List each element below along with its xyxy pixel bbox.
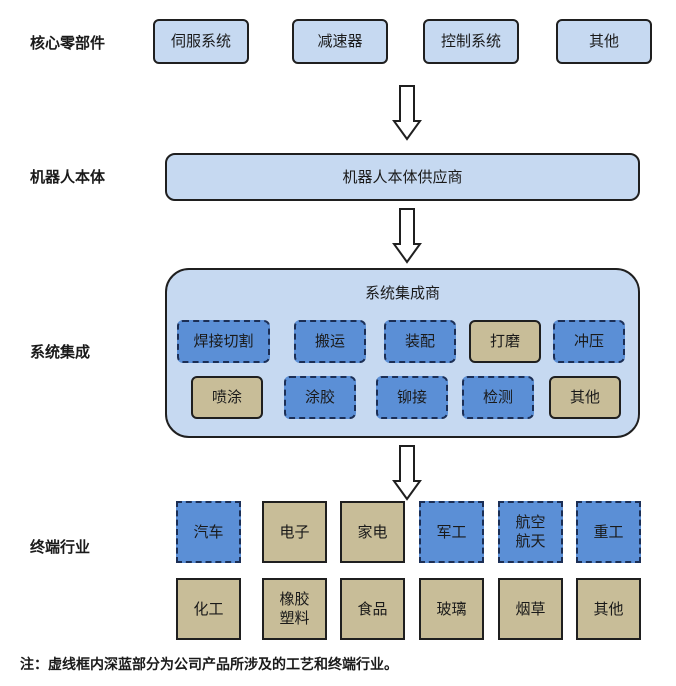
process-grinding: 打磨 bbox=[469, 320, 541, 363]
process-gluing: 涂胶 bbox=[284, 376, 356, 419]
down-arrow-icon bbox=[392, 445, 422, 501]
process-inspection: 检测 bbox=[462, 376, 534, 419]
industry-glass: 玻璃 bbox=[419, 578, 484, 640]
industry-chemical: 化工 bbox=[176, 578, 241, 640]
integrator-title: 系统集成商 bbox=[364, 283, 440, 302]
down-arrow-icon bbox=[392, 208, 422, 264]
industry-appliance: 家电 bbox=[340, 501, 405, 563]
industry-tobacco: 烟草 bbox=[498, 578, 563, 640]
industry-aerospace: 航空 航天 bbox=[498, 501, 563, 563]
process-assembly: 装配 bbox=[384, 320, 456, 363]
row-label-robot-body: 机器人本体 bbox=[30, 168, 106, 186]
core-item-reducer: 减速器 bbox=[292, 19, 388, 64]
process-welding: 焊接切割 bbox=[177, 320, 270, 363]
process-other: 其他 bbox=[549, 376, 621, 419]
industry-auto: 汽车 bbox=[176, 501, 241, 563]
industry-food: 食品 bbox=[340, 578, 405, 640]
footnote: 注：虚线框内深蓝部分为公司产品所涉及的工艺和终端行业。 bbox=[20, 657, 398, 673]
core-item-controller: 控制系统 bbox=[423, 19, 519, 64]
industry-military: 军工 bbox=[419, 501, 484, 563]
row-label-integration: 系统集成 bbox=[30, 343, 91, 361]
row-label-core-parts: 核心零部件 bbox=[30, 34, 106, 52]
industry-electronics: 电子 bbox=[262, 501, 327, 563]
industry-rubber-plastic: 橡胶 塑料 bbox=[262, 578, 327, 640]
industry-heavy: 重工 bbox=[576, 501, 641, 563]
industry-other: 其他 bbox=[576, 578, 641, 640]
down-arrow-icon bbox=[392, 85, 422, 141]
core-item-other: 其他 bbox=[556, 19, 652, 64]
process-riveting: 铆接 bbox=[376, 376, 448, 419]
core-item-servo: 伺服系统 bbox=[153, 19, 249, 64]
process-stamping: 冲压 bbox=[553, 320, 625, 363]
process-handling: 搬运 bbox=[294, 320, 366, 363]
process-spraying: 喷涂 bbox=[191, 376, 263, 419]
body-supplier-box: 机器人本体供应商 bbox=[165, 153, 640, 201]
row-label-end-industry: 终端行业 bbox=[30, 538, 91, 556]
